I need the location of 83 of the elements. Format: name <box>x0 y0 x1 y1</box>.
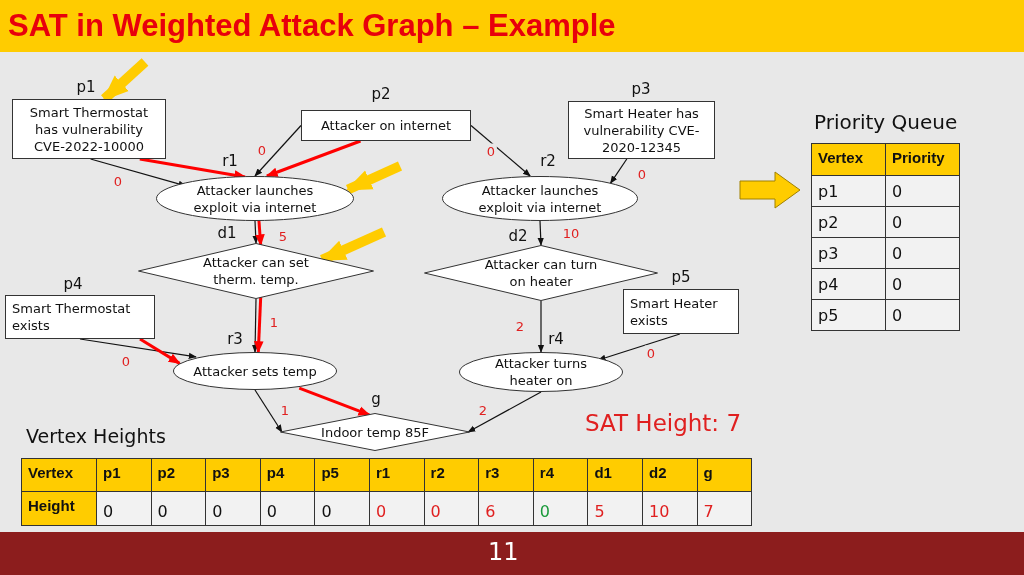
table-cell: 0 <box>423 491 480 526</box>
vertex-id: p4 <box>63 275 83 293</box>
header-cell: p3 <box>205 458 261 492</box>
table-title: Vertex Heights <box>26 425 166 447</box>
pointer-arrow <box>345 161 403 195</box>
table-cell: 7 <box>696 491 753 526</box>
vertex-id: d2 <box>508 227 528 245</box>
header-cell: Height <box>21 491 97 526</box>
node-label: Smart Heater has vulnerability CVE-2020-12345 <box>582 104 701 156</box>
node-label: Smart Thermostat exists <box>12 300 132 334</box>
vertex-id: d1 <box>217 224 237 242</box>
table-cell: p3 <box>811 237 886 269</box>
result-text: SAT Height: 7 <box>585 410 742 436</box>
header-cell: p5 <box>314 458 370 492</box>
header-cell: r4 <box>532 458 589 492</box>
header-cell: d2 <box>642 458 698 492</box>
table-cell: 0 <box>259 491 316 526</box>
table-cell: p2 <box>811 206 886 238</box>
vertex-id: p2 <box>371 85 391 103</box>
table-cell: p1 <box>811 175 886 207</box>
header-cell: Priority <box>885 143 960 176</box>
node-label: Attacker on internet <box>320 117 452 134</box>
table-cell: 0 <box>885 206 960 238</box>
table-cell: 0 <box>532 491 589 526</box>
page-number: 11 <box>488 538 519 566</box>
node-label: Attacker can set therm. temp. <box>202 254 310 288</box>
table-cell: 10 <box>642 491 698 526</box>
node-label: Smart Thermostat has vulnerability CVE-2022-10000 <box>28 103 150 155</box>
header-cell: r3 <box>478 458 534 492</box>
header-cell: r1 <box>369 458 425 492</box>
table-cell: p4 <box>811 268 886 300</box>
table-cell: 0 <box>205 491 261 526</box>
header-cell: p1 <box>96 458 152 492</box>
arrow <box>537 300 545 353</box>
header-cell: p4 <box>259 458 316 492</box>
vertex-id: r3 <box>227 330 243 348</box>
table-cell: 0 <box>150 491 207 526</box>
node-label: Attacker launches exploit via internet <box>192 181 318 216</box>
header-cell: r2 <box>423 458 480 492</box>
highlight-arrow <box>265 139 362 178</box>
arrow <box>470 124 531 177</box>
vertex-id: p5 <box>671 268 691 286</box>
node-label: Smart Heater exists <box>630 294 719 329</box>
highlight-arrow <box>255 220 265 247</box>
vertex-id: p1 <box>76 78 96 96</box>
table-cell: 0 <box>885 268 960 300</box>
vertex-id: p3 <box>631 80 651 98</box>
header-cell: p2 <box>150 458 207 492</box>
vertex-id: g <box>371 390 381 408</box>
highlight-arrow <box>253 296 264 354</box>
node-label: Attacker can turn on heater <box>483 256 599 290</box>
arrow <box>252 220 259 244</box>
arrow <box>254 124 302 177</box>
table-cell: 0 <box>369 491 425 526</box>
node-label: Indoor temp 85F <box>321 423 429 441</box>
node-label: Attacker launches exploit via internet <box>477 181 603 216</box>
vertex-id: r2 <box>540 152 556 170</box>
edge-weight: 0 <box>484 143 498 159</box>
arrow <box>251 298 259 353</box>
header-cell: Vertex <box>811 143 886 176</box>
arrow <box>537 220 544 246</box>
node-label: Attacker sets temp <box>193 362 317 380</box>
arrow <box>467 391 542 433</box>
node-label: Attacker turns heater on <box>494 355 588 389</box>
slide-title: SAT in Weighted Attack Graph – Example <box>8 8 616 44</box>
table-cell: 0 <box>314 491 370 526</box>
table-cell: 0 <box>885 237 960 269</box>
arrow <box>609 158 628 184</box>
highlight-arrow <box>139 337 181 365</box>
header-cell: d1 <box>587 458 643 492</box>
vertex-id: r4 <box>548 330 564 348</box>
arrow <box>254 389 283 433</box>
vertex-id: r1 <box>222 152 238 170</box>
table-cell: 5 <box>587 491 643 526</box>
table-cell: p5 <box>811 299 886 331</box>
header-cell: Vertex <box>21 458 97 492</box>
header-cell: g <box>696 458 753 492</box>
table-cell: 0 <box>885 299 960 331</box>
table-cell: 6 <box>478 491 534 526</box>
table-title: Priority Queue <box>814 110 958 134</box>
highlight-arrow <box>298 386 371 417</box>
table-cell: 0 <box>96 491 152 526</box>
table-cell: 0 <box>885 175 960 207</box>
